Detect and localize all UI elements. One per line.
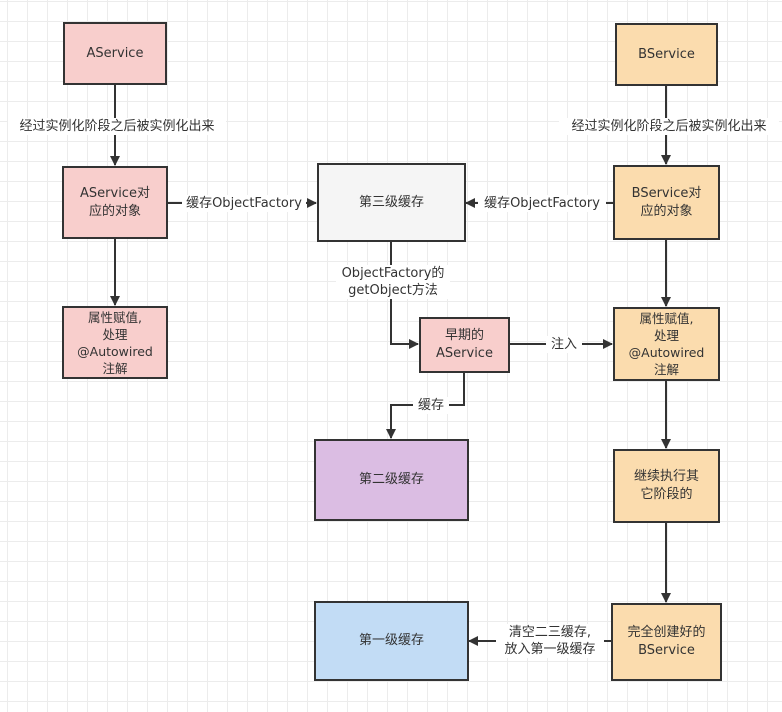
node-aservice-object[interactable]: AService对 应的对象 xyxy=(62,166,168,239)
node-b-complete[interactable]: 完全创建好的 BService xyxy=(611,603,722,681)
edge-label-b-instantiate: 经过实例化阶段之后被实例化出来 xyxy=(559,118,779,135)
node-level1-cache[interactable]: 第一级缓存 xyxy=(314,601,469,681)
edge-label-inject: 注入 xyxy=(546,336,582,353)
node-b-continue[interactable]: 继续执行其 它阶段的 xyxy=(613,449,720,523)
edge-label-get-object: ObjectFactory的 getObject方法 xyxy=(336,265,450,299)
edge-label-promote: 清空二三缓存, 放入第一级缓存 xyxy=(496,624,604,658)
node-aservice[interactable]: AService xyxy=(63,22,167,85)
node-early-aservice[interactable]: 早期的 AService xyxy=(419,317,510,373)
edge-label-a-instantiate: 经过实例化阶段之后被实例化出来 xyxy=(8,118,226,135)
edge-label-b-cache-factory: 缓存ObjectFactory xyxy=(478,195,606,212)
node-b-populate[interactable]: 属性赋值, 处理 @Autowired 注解 xyxy=(613,307,720,381)
node-level2-cache[interactable]: 第二级缓存 xyxy=(314,439,469,521)
node-bservice-object[interactable]: BService对 应的对象 xyxy=(613,165,720,240)
node-level3-cache[interactable]: 第三级缓存 xyxy=(317,163,466,242)
node-bservice[interactable]: BService xyxy=(615,23,718,86)
edge-label-cache: 缓存 xyxy=(413,397,449,414)
node-a-populate[interactable]: 属性赋值, 处理 @Autowired 注解 xyxy=(62,306,168,379)
edge-label-a-cache-factory: 缓存ObjectFactory xyxy=(182,195,306,212)
